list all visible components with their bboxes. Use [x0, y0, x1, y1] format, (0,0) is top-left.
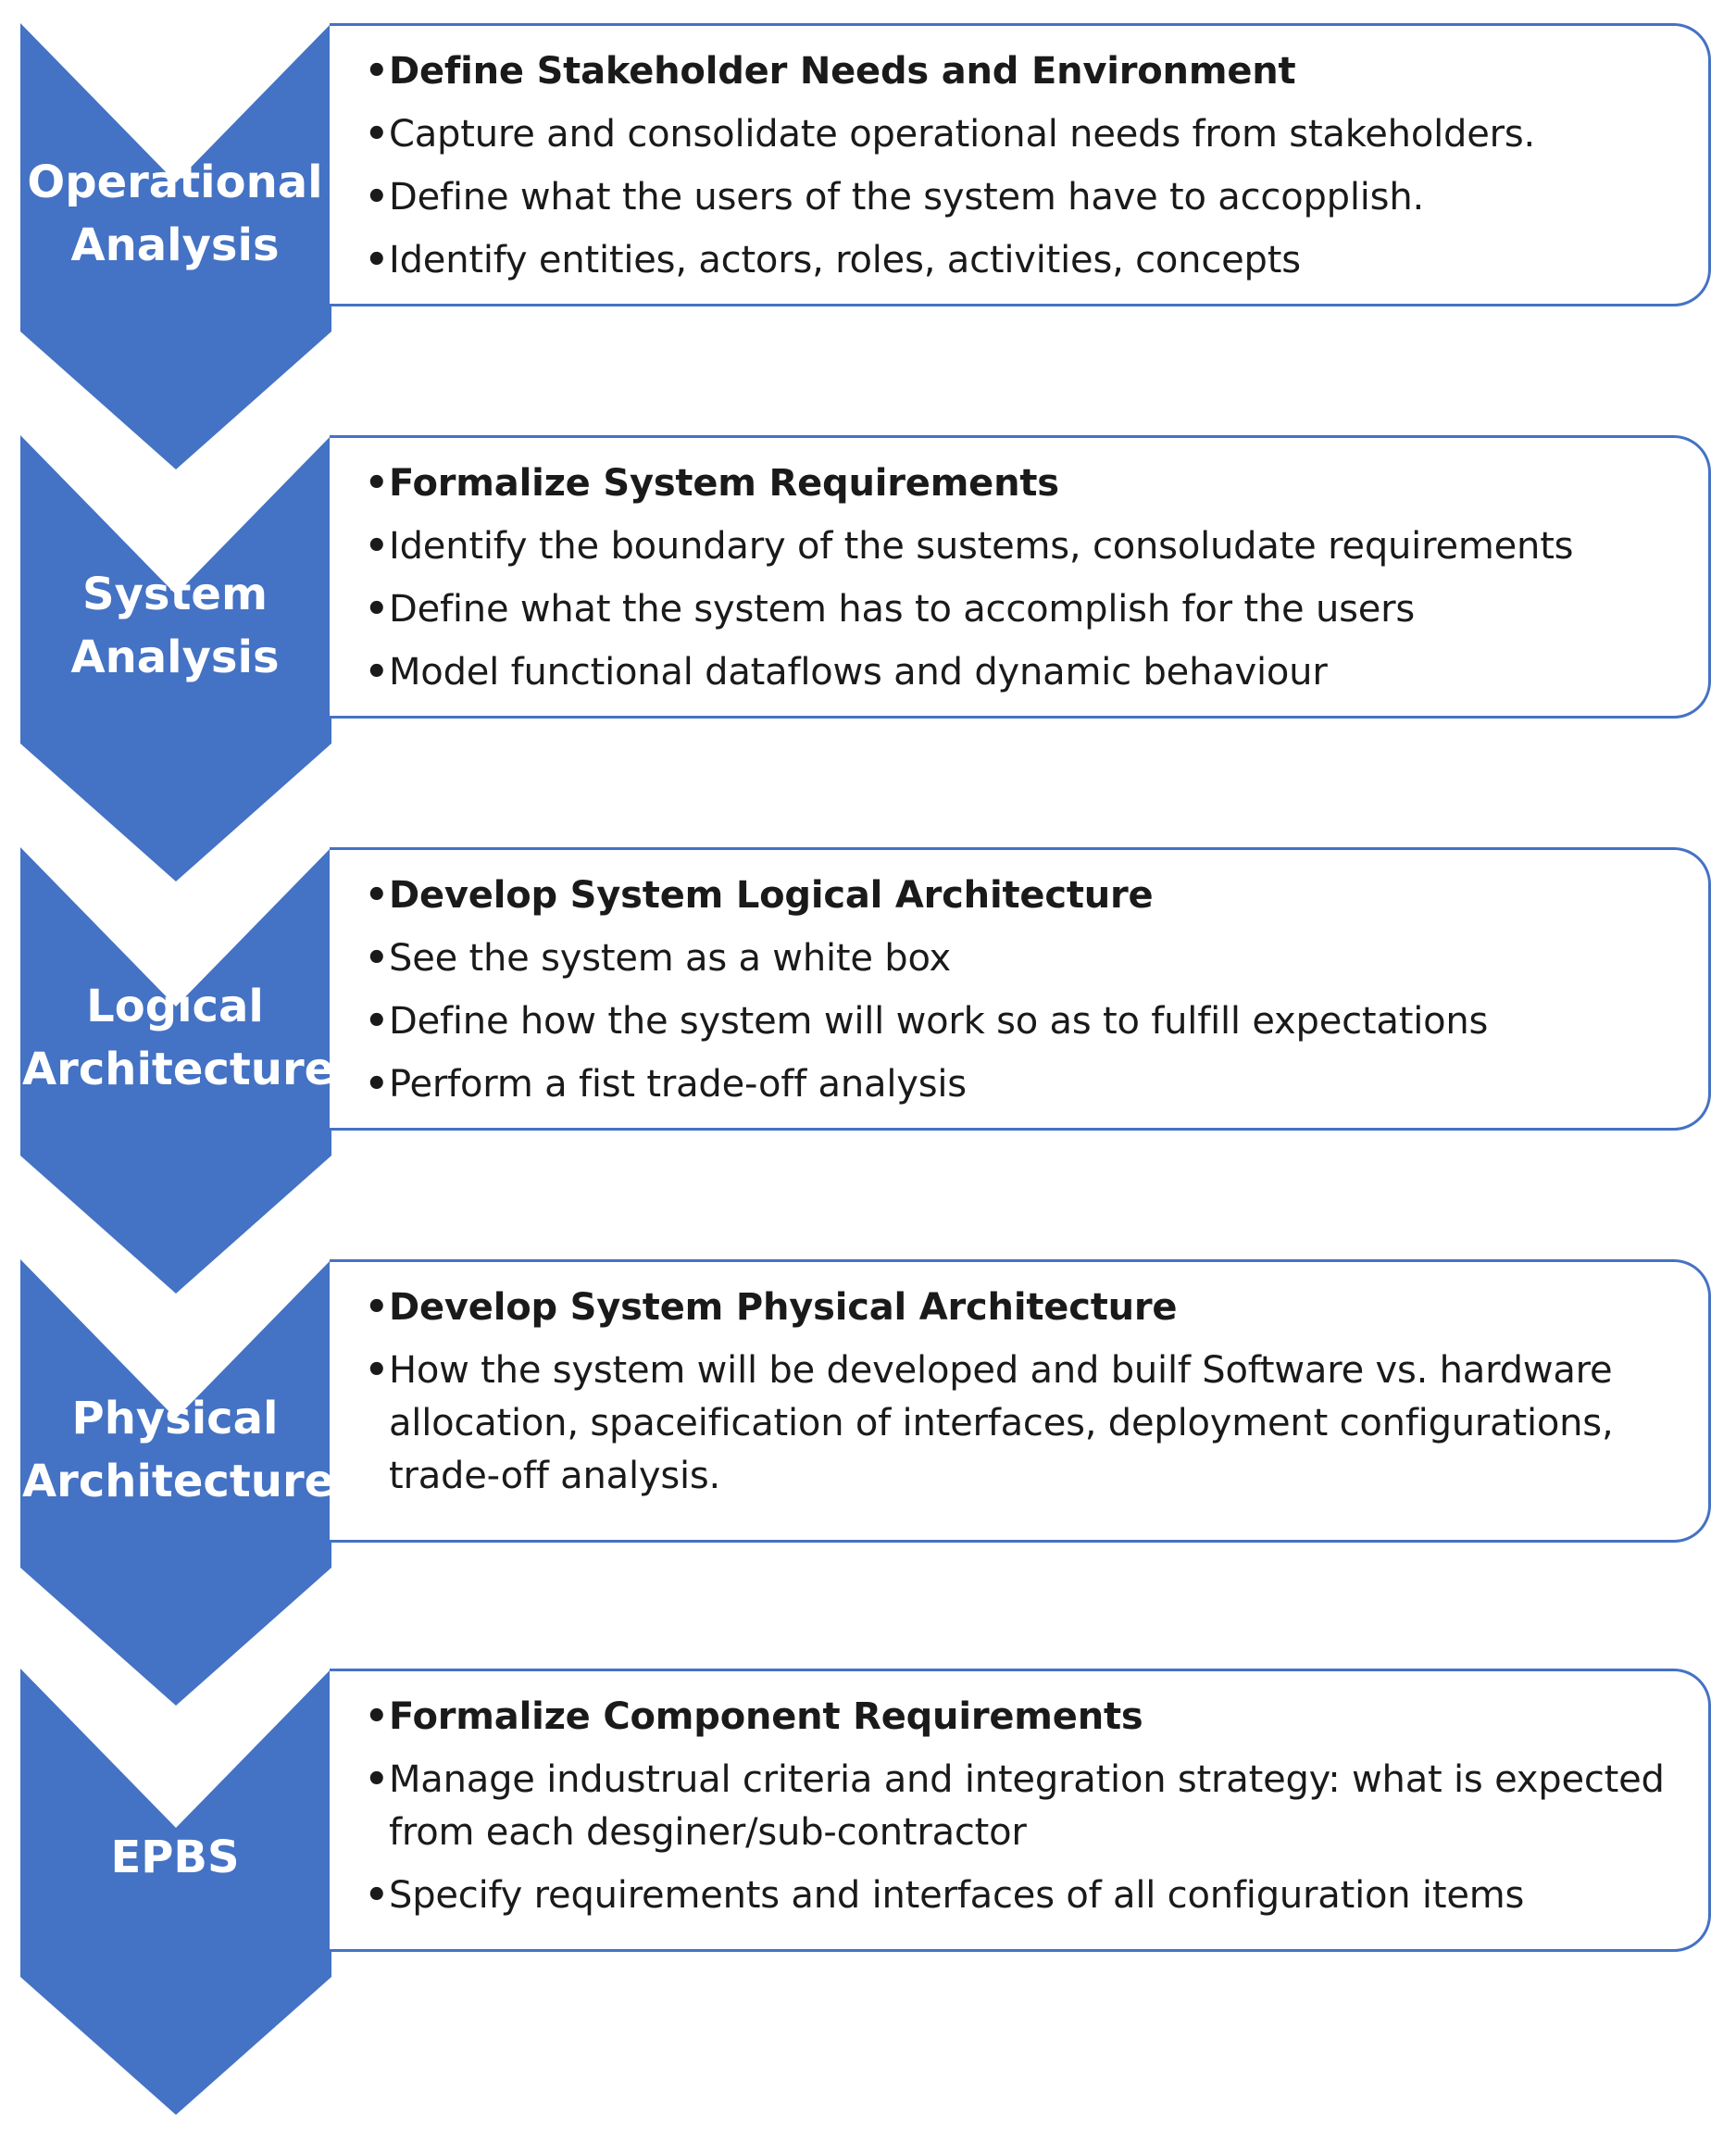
bullet-item: Identify entities, actors, roles, activi… — [365, 234, 1698, 287]
stage-label-line: System — [82, 569, 268, 620]
stage-heading: Develop System Logical Architecture — [365, 869, 1698, 922]
bullet-item: Define how the system will work so as to… — [365, 995, 1698, 1048]
bullet-item: How the system will be developed and bui… — [365, 1344, 1698, 1503]
stage-heading: Formalize Component Requirements — [365, 1691, 1698, 1744]
bullet-list: Formalize System RequirementsIdentify th… — [365, 457, 1698, 709]
bullet-item: Define what the system has to accomplish… — [365, 583, 1698, 636]
bullet-item: Define what the users of the system have… — [365, 171, 1698, 224]
chevron-shape — [20, 847, 331, 1294]
chevron-shape — [20, 1669, 331, 2115]
chevron-arrow — [0, 1259, 352, 1727]
stage-label-line: Physical — [71, 1393, 279, 1444]
bullet-item: Identify the boundary of the sustems, co… — [365, 520, 1698, 573]
bullet-list: Define Stakeholder Needs and Environment… — [365, 45, 1698, 297]
bullet-item: See the system as a white box — [365, 932, 1698, 985]
stage-label-line: Architecture — [22, 1044, 335, 1095]
chevron-shape — [20, 23, 331, 469]
stage-label-line: Analysis — [70, 219, 280, 271]
chevron-arrow — [0, 23, 352, 491]
bullet-item: Model functional dataflows and dynamic b… — [365, 646, 1698, 699]
bullet-item: Perform a fist trade-off analysis — [365, 1058, 1698, 1111]
chevron-arrow — [0, 847, 352, 1315]
stage-label-line: EPBS — [110, 1832, 240, 1883]
chevron-arrow — [0, 1669, 352, 2136]
stage-label-line: Analysis — [70, 631, 280, 683]
bullet-item: Specify requirements and interfaces of a… — [365, 1869, 1698, 1922]
stage-label-line: Architecture — [22, 1456, 335, 1507]
stage-4: PhysicalArchitectureDevelop System Physi… — [0, 1259, 1736, 1706]
stage-heading: Develop System Physical Architecture — [365, 1282, 1698, 1334]
chevron-shape — [20, 435, 331, 881]
stage-label-line: Operational — [27, 156, 323, 208]
stage-heading: Formalize System Requirements — [365, 457, 1698, 510]
stage-3: LogicalArchitectureDevelop System Logica… — [0, 847, 1736, 1294]
chevron-shape — [20, 1259, 331, 1706]
chevron-arrow — [0, 435, 352, 903]
stage-label-line: Logical — [86, 981, 264, 1032]
stage-heading: Define Stakeholder Needs and Environment — [365, 45, 1698, 98]
bullet-item: Capture and consolidate operational need… — [365, 108, 1698, 161]
bullet-list: Formalize Component RequirementsManage i… — [365, 1691, 1698, 1932]
bullet-item: Manage industrual criteria and integrati… — [365, 1754, 1698, 1859]
stage-5: EPBS Formalize Component RequirementsMana… — [0, 1669, 1736, 2115]
bullet-list: Develop System Physical ArchitectureHow … — [365, 1282, 1698, 1513]
stage-label: EPBS — [22, 1826, 328, 1889]
bullet-list: Develop System Logical ArchitectureSee t… — [365, 869, 1698, 1121]
